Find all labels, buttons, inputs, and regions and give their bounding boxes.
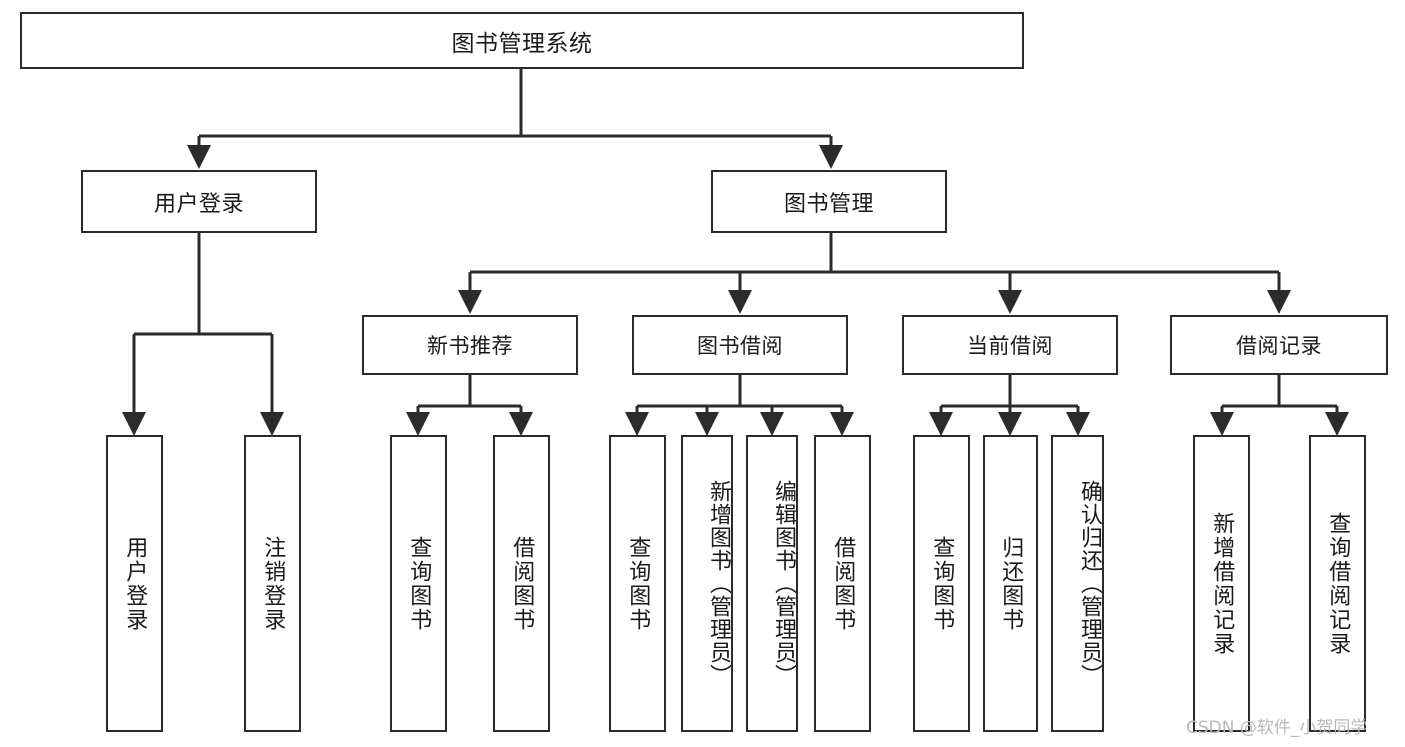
node-current-borrow-label: 当前借阅 <box>967 334 1053 358</box>
node-leaf-borrow-book-2-label: 借阅图书 <box>830 535 856 632</box>
node-leaf-logout-login-label: 注销登录 <box>260 535 286 632</box>
node-leaf-query-record-label: 查询借阅记录 <box>1325 511 1351 656</box>
node-borrow-record-label: 借阅记录 <box>1236 334 1322 358</box>
node-leaf-add-record-label: 新增借阅记录 <box>1209 511 1235 656</box>
node-new-book-recommend[interactable]: 新书推荐 <box>362 315 578 375</box>
csdn-watermark: CSDN @软件_小贺同学 <box>1186 718 1368 738</box>
node-leaf-borrow-book-1[interactable]: 借阅图书 <box>493 435 550 732</box>
node-user-login-label: 用户登录 <box>153 191 244 217</box>
node-leaf-borrow-book-1-label: 借阅图书 <box>509 535 535 632</box>
node-leaf-edit-book-label: 编辑图书（管理员） <box>771 480 796 687</box>
node-leaf-return-book-label: 归还图书 <box>998 535 1024 632</box>
node-book-borrow-label: 图书借阅 <box>697 334 783 358</box>
node-book-management[interactable]: 图书管理 <box>711 170 947 233</box>
node-book-borrow[interactable]: 图书借阅 <box>632 315 848 375</box>
node-leaf-edit-book[interactable]: 编辑图书（管理员） <box>746 435 798 732</box>
node-borrow-record[interactable]: 借阅记录 <box>1170 315 1388 375</box>
node-leaf-query-record[interactable]: 查询借阅记录 <box>1309 435 1366 732</box>
node-leaf-user-login[interactable]: 用户登录 <box>106 435 163 732</box>
node-leaf-add-book[interactable]: 新增图书（管理员） <box>681 435 733 732</box>
node-root[interactable]: 图书管理系统 <box>20 12 1024 69</box>
node-leaf-user-login-label: 用户登录 <box>122 535 148 632</box>
node-current-borrow[interactable]: 当前借阅 <box>902 315 1118 375</box>
node-leaf-logout-login[interactable]: 注销登录 <box>244 435 301 732</box>
node-leaf-query-book-2[interactable]: 查询图书 <box>609 435 666 732</box>
node-root-label: 图书管理系统 <box>451 30 593 57</box>
node-leaf-query-book-3[interactable]: 查询图书 <box>913 435 970 732</box>
node-leaf-return-book[interactable]: 归还图书 <box>983 435 1038 732</box>
node-leaf-confirm-return[interactable]: 确认归还（管理员） <box>1051 435 1104 732</box>
node-leaf-query-book-3-label: 查询图书 <box>929 535 955 632</box>
node-user-login[interactable]: 用户登录 <box>81 170 317 233</box>
node-book-management-label: 图书管理 <box>783 191 874 217</box>
node-leaf-query-book-1-label: 查询图书 <box>406 535 432 632</box>
node-leaf-add-record[interactable]: 新增借阅记录 <box>1193 435 1250 732</box>
node-leaf-add-book-label: 新增图书（管理员） <box>706 480 731 687</box>
node-leaf-borrow-book-2[interactable]: 借阅图书 <box>814 435 871 732</box>
node-leaf-confirm-return-label: 确认归还（管理员） <box>1077 480 1102 687</box>
node-leaf-query-book-2-label: 查询图书 <box>625 535 651 632</box>
node-new-book-recommend-label: 新书推荐 <box>427 334 513 358</box>
node-leaf-query-book-1[interactable]: 查询图书 <box>390 435 447 732</box>
